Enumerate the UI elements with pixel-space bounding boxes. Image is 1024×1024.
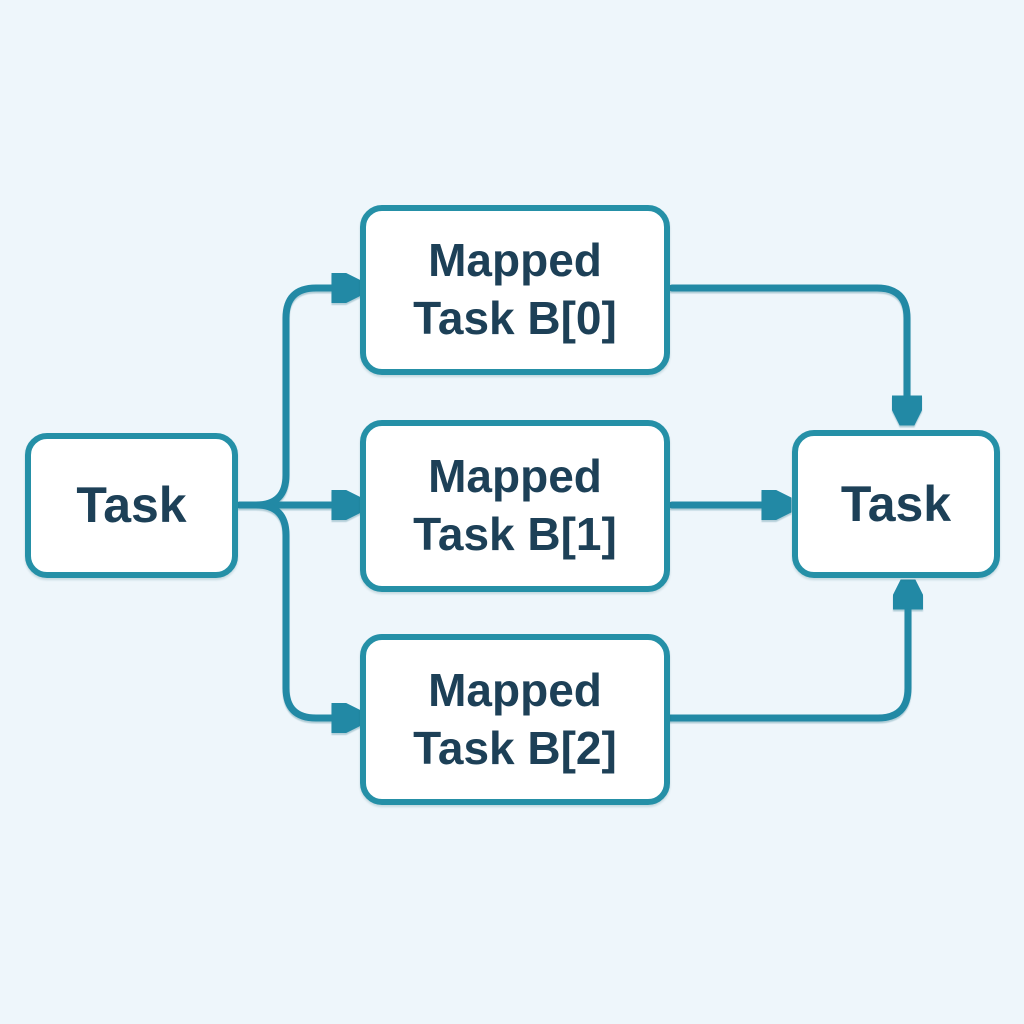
- node-mapped-b2-label-line2: Task B[2]: [413, 721, 617, 774]
- node-task-right-label: Task: [840, 475, 952, 532]
- node-mapped-b2-label-line1: Mapped: [428, 663, 602, 716]
- node-mapped-task-b1: Mapped Task B[1]: [360, 420, 670, 592]
- node-task-left: Task: [25, 433, 238, 578]
- edge-task-left-to-mapped-b0: [236, 288, 338, 509]
- node-mapped-task-b2: Mapped Task B[2]: [360, 634, 670, 805]
- node-task-right: Task: [792, 430, 1000, 578]
- edge-mapped-b0-to-task-right: [668, 284, 907, 402]
- edge-mapped-b2-to-task-right: [666, 603, 908, 722]
- node-mapped-b0-label-line1: Mapped: [428, 234, 602, 287]
- node-mapped-b1-label-line1: Mapped: [428, 450, 602, 503]
- node-task-left-label: Task: [76, 477, 187, 533]
- edge-task-left-to-mapped-b2: [236, 501, 338, 718]
- node-mapped-b0-label-line2: Task B[0]: [413, 292, 617, 344]
- node-mapped-b1-label-line2: Task B[1]: [413, 508, 617, 560]
- node-mapped-task-b0: Mapped Task B[0]: [360, 205, 670, 375]
